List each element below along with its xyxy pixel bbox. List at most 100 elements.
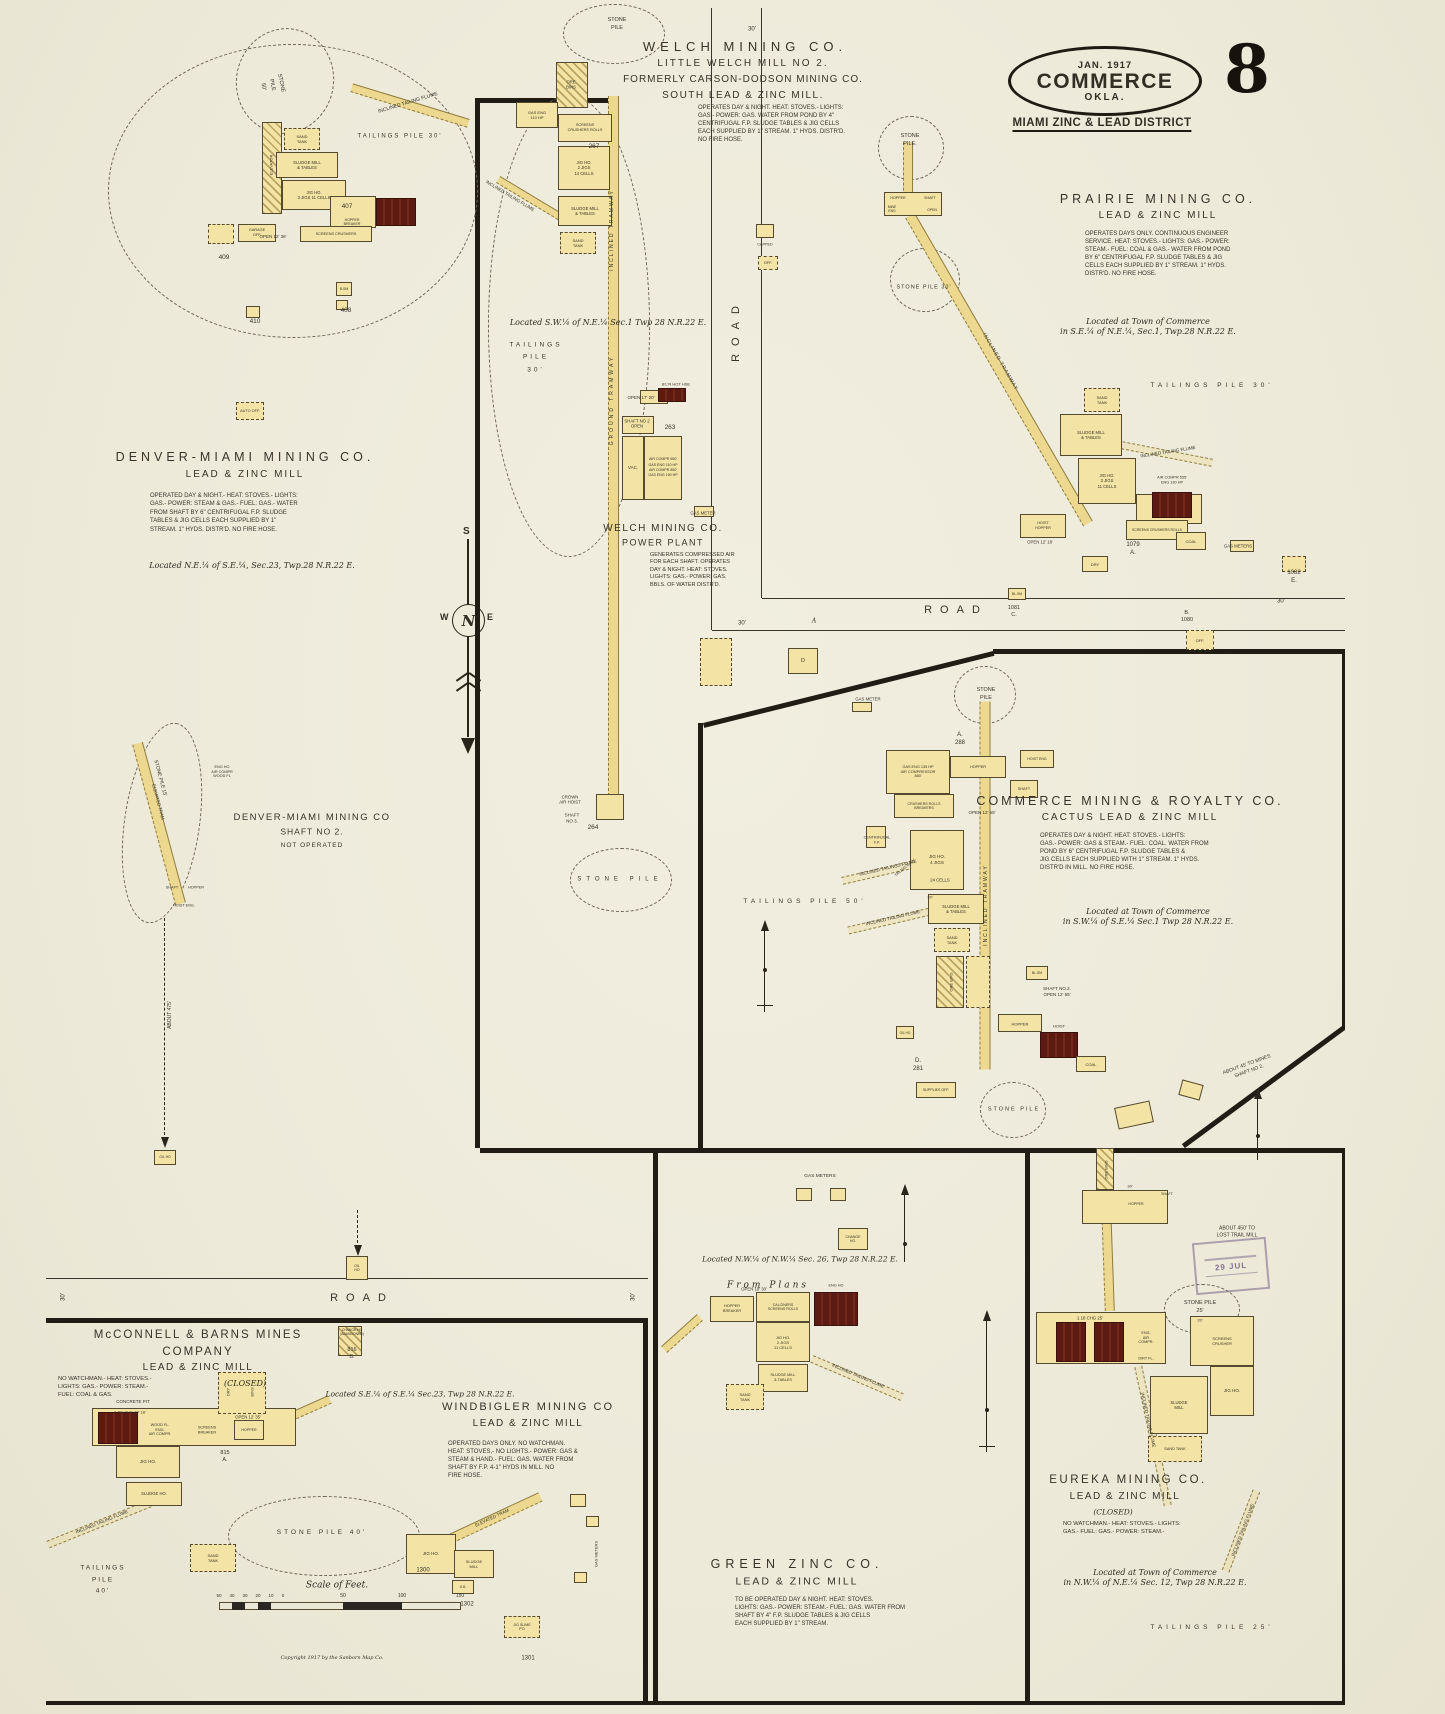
- building-label: JIG SLIME P'D: [513, 1622, 531, 1631]
- map-label: COMPANY: [162, 1345, 234, 1358]
- building-label: COAL: [1185, 538, 1197, 544]
- building: COAL: [1076, 1056, 1106, 1072]
- compass-east-label: E: [487, 612, 494, 622]
- building-label: SLUDGE MILL: [1170, 1399, 1188, 1410]
- tramway-strip: [661, 1313, 703, 1353]
- building: [336, 300, 348, 310]
- map-label: CENTRIFUGAL F.P.: [863, 835, 891, 844]
- building-label: JIG HO. 4 JIGS: [928, 854, 946, 865]
- building-label: SAND TANK: [296, 134, 308, 144]
- map-label: 30': [630, 1293, 637, 1301]
- map-label: 1081 C.: [1007, 605, 1021, 618]
- survey-dot: [763, 968, 767, 972]
- map-label: 30': [1127, 1183, 1133, 1189]
- building: GARAGE OFF.: [238, 224, 276, 242]
- building-label: CALCINERS SCREENS ROLLS: [767, 1302, 799, 1311]
- map-label: OPEN 17' 20': [627, 395, 655, 401]
- building: [1056, 1322, 1086, 1362]
- building-label: JIG HO.: [1223, 1388, 1241, 1394]
- building: [1178, 1079, 1204, 1101]
- building: OIL HO: [154, 1150, 176, 1165]
- map-label: SHAFT: [924, 195, 936, 200]
- survey-dot: [985, 1408, 989, 1412]
- building: SAND TANK: [284, 128, 320, 150]
- building: [246, 306, 260, 318]
- building: SLUDGE MILL: [454, 1550, 494, 1578]
- map-label: LEAD & ZINC MILL: [142, 1361, 254, 1373]
- map-label: A. 288: [954, 732, 966, 746]
- map-label: 40: [229, 1593, 235, 1599]
- map-label: CROWN AIR HOIST: [559, 794, 581, 805]
- building: SCREENS CRUSHERS ROLLS: [1126, 520, 1188, 540]
- building-label: AUTO OFF.: [240, 408, 260, 413]
- map-line: [46, 1318, 648, 1323]
- building: SAND TANK: [190, 1544, 236, 1572]
- building: JIG HO.: [116, 1446, 180, 1478]
- map-label: INCLINED TAILING FLUME: [75, 1508, 129, 1535]
- building: [1094, 1322, 1124, 1362]
- stone-pile-outline: [980, 1082, 1046, 1138]
- denver-shaft2-title: DENVER-MIAMI MINING CO: [233, 812, 391, 824]
- building-label: JIG HO.: [422, 1551, 440, 1557]
- building: AIR COMPR 650' GAS ENG 110 HP AIR COMPR …: [644, 436, 682, 500]
- scale-title: Scale of Feet.: [305, 1580, 369, 1591]
- windbigler-title: WINDBIGLER MINING CO: [441, 1401, 615, 1414]
- map-label: STONE PILE: [976, 686, 996, 701]
- map-line: [1025, 1148, 1030, 1702]
- map-line: [475, 98, 480, 1148]
- map-label: LITTLE WELCH MILL NO 2.: [657, 57, 829, 69]
- map-label: ENG. AIR COMPR.: [1138, 1331, 1154, 1345]
- map-label: GAS METERS: [593, 1540, 599, 1568]
- building-label: CRUSHERS ROLLS BREAKERS: [907, 801, 941, 810]
- building: SLUDGE HO.: [126, 1482, 182, 1506]
- building: [796, 1188, 812, 1201]
- map-label: LEAD & ZINC MILL: [185, 468, 305, 480]
- building: CRUSHERS ROLLS BREAKERS: [894, 794, 954, 818]
- building-label: COAL: [1085, 1061, 1097, 1067]
- building-label: OFF.: [1195, 637, 1205, 643]
- map-label: 1301: [521, 1655, 535, 1662]
- building: D: [788, 648, 818, 674]
- map-label: 100: [397, 1592, 407, 1599]
- building: JIG SLIME P'D: [504, 1616, 540, 1638]
- building: VAC.: [622, 436, 644, 500]
- state-name: OKLA.: [1084, 91, 1126, 103]
- building-label: SLUDGE MILL: [465, 1559, 483, 1569]
- map-label: HOPPER: [1128, 1201, 1144, 1206]
- building: [658, 388, 686, 402]
- map-label: ORE BINS: [566, 79, 576, 90]
- stone-pile-outline: [108, 44, 478, 338]
- building: OIL HO: [346, 1256, 368, 1280]
- building: [936, 956, 964, 1008]
- map-label: OPEN 19' 30': [741, 1286, 767, 1292]
- map-label: TAILINGS PILE 40': [80, 1564, 126, 1595]
- building: [700, 638, 732, 686]
- building-label: SLUDGE MILL & TABLES: [1077, 429, 1105, 440]
- building: [1230, 540, 1254, 552]
- road-label-east: ROAD: [924, 604, 988, 617]
- map-label: CHANGE HO (ABANDONED): [340, 1327, 364, 1336]
- map-label: Located S.E.¼ of S.E.¼ Sec.23, Twp 28 N.…: [325, 1389, 515, 1399]
- map-label: From Plans: [726, 1280, 810, 1291]
- map-label: NO WATCHMAN.- HEAT: STOVES.- LIGHTS: GAS…: [1063, 1521, 1181, 1535]
- building: [1114, 1100, 1154, 1130]
- map-line: [985, 1312, 987, 1452]
- building-label: HOIST ENG: [1027, 756, 1047, 761]
- map-label: 10: [268, 1593, 274, 1599]
- map-line: [762, 598, 1345, 600]
- map-label: TAILINGS PILE 30': [1150, 381, 1274, 389]
- building: [218, 1372, 266, 1414]
- map-label: 20': [1197, 1317, 1203, 1323]
- map-label: Located N.W.¼ of N.W.¼ Sec. 26, Twp 28 N…: [702, 1254, 898, 1264]
- arrowhead-icon: [900, 1184, 909, 1195]
- building: SLUDGE MILL: [1150, 1376, 1208, 1434]
- building: SAND TANK: [1084, 388, 1120, 412]
- map-label: STONE PILE 25': [1183, 1299, 1217, 1314]
- map-line: [1342, 1148, 1345, 1702]
- map-label: MINE ENG: [887, 205, 897, 213]
- map-label: CACTUS LEAD & ZINC MILL: [1041, 811, 1219, 823]
- map-label: POWER PLANT: [621, 537, 705, 548]
- building: HOPPER: [234, 1420, 264, 1440]
- building: [1096, 1148, 1114, 1190]
- map-line: [653, 1148, 658, 1702]
